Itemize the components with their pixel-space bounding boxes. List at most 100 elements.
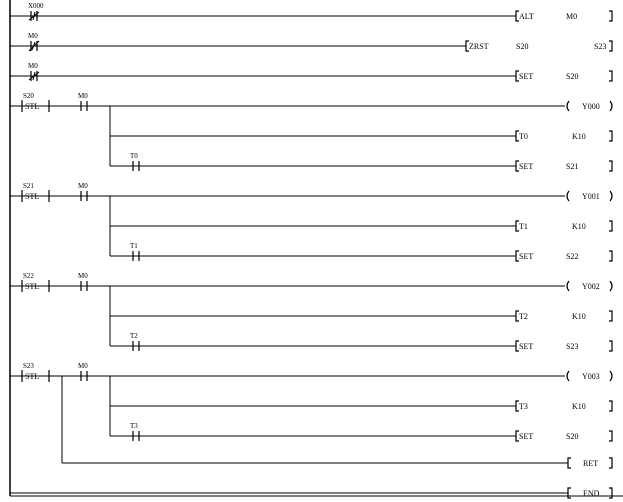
- instruction-left-bracket: [567, 487, 571, 499]
- coil-address: Y000: [582, 102, 600, 111]
- instruction-operand: S22: [566, 252, 578, 261]
- coil-left-arc: [566, 100, 570, 112]
- stl-label: S22: [23, 272, 34, 280]
- instruction-operand: K10: [572, 312, 586, 321]
- contact-no: T3: [126, 422, 146, 441]
- instruction-op: SET: [519, 72, 533, 81]
- contact-label: M0: [78, 92, 88, 100]
- coil-right-arc: [609, 100, 613, 112]
- contact-no: M0: [74, 182, 94, 201]
- instruction-op: T2: [519, 312, 528, 321]
- coil-left-arc: [566, 370, 570, 382]
- instruction-right-bracket: [609, 487, 613, 499]
- coil-address: Y002: [582, 282, 600, 291]
- contact-label: T3: [130, 422, 138, 430]
- pulse-mark: [32, 71, 36, 81]
- branch: T2 K10: [110, 310, 613, 322]
- instruction-op: RET: [583, 459, 598, 468]
- contact-pulse: X000: [24, 2, 44, 21]
- contact-label: T0: [130, 152, 138, 160]
- instruction-op: END: [583, 489, 600, 498]
- coil-right-arc: [609, 370, 613, 382]
- instruction-func: END: [567, 487, 613, 499]
- instruction-operand: S23: [594, 42, 606, 51]
- instruction-operand: S21: [566, 162, 578, 171]
- instruction-right-bracket: [609, 310, 613, 322]
- instruction-func: RET: [567, 457, 613, 469]
- instruction-left-bracket: [567, 457, 571, 469]
- instruction-op: ZRST: [469, 42, 489, 51]
- stl-text: STL: [25, 192, 39, 201]
- instruction-right-bracket: [609, 457, 613, 469]
- instruction-coil: Y003: [566, 370, 613, 382]
- coil-left-arc: [566, 190, 570, 202]
- instruction-left-bracket: [515, 70, 519, 82]
- stl-box: STL S22: [21, 272, 50, 292]
- instruction-right-bracket: [609, 220, 613, 232]
- instruction-left-bracket: [515, 250, 519, 262]
- coil-address: Y003: [582, 372, 600, 381]
- instruction-left-bracket: [515, 130, 519, 142]
- contact-label: T1: [130, 242, 138, 250]
- stl-label: S21: [23, 182, 34, 190]
- stl-label: S23: [23, 362, 34, 370]
- contact-no: T0: [126, 152, 146, 171]
- instruction-left-bracket: [515, 10, 519, 22]
- instruction-left-bracket: [515, 340, 519, 352]
- instruction-coil: Y001: [566, 190, 613, 202]
- instruction-coil: Y002: [566, 280, 613, 292]
- contact-label: M0: [78, 272, 88, 280]
- instruction-op: SET: [519, 162, 533, 171]
- instruction-left-bracket: [515, 400, 519, 412]
- instruction-right-bracket: [609, 130, 613, 142]
- coil-right-arc: [609, 280, 613, 292]
- instruction-op: T3: [519, 402, 528, 411]
- instruction-coil: Y000: [566, 100, 613, 112]
- instruction-operand: K10: [572, 222, 586, 231]
- instruction-right-bracket: [609, 430, 613, 442]
- rung: END: [10, 487, 613, 499]
- return-branch: RET: [61, 376, 613, 469]
- instruction-right-bracket: [609, 10, 613, 22]
- contact-label: M0: [78, 182, 88, 190]
- contact-pulse: M0: [24, 62, 44, 81]
- coil-address: Y001: [582, 192, 600, 201]
- instruction-op: ALT: [519, 12, 534, 21]
- instruction-op: T0: [519, 132, 528, 141]
- contact-label: X000: [28, 2, 44, 10]
- instruction-right-bracket: [609, 250, 613, 262]
- instruction-operand: S23: [566, 342, 578, 351]
- contact-no: M0: [74, 362, 94, 381]
- instruction-right-bracket: [609, 400, 613, 412]
- instruction-right-bracket: [609, 160, 613, 172]
- stl-text: STL: [25, 282, 39, 291]
- instruction-right-bracket: [609, 70, 613, 82]
- stl-text: STL: [25, 102, 39, 111]
- instruction-func: ALT M0: [515, 10, 613, 22]
- instruction-operand: M0: [566, 12, 577, 21]
- coil-left-arc: [566, 280, 570, 292]
- contact-label: M0: [28, 32, 38, 40]
- instruction-left-bracket: [515, 430, 519, 442]
- instruction-operand: S20: [516, 42, 528, 51]
- contact-no: T2: [126, 332, 146, 351]
